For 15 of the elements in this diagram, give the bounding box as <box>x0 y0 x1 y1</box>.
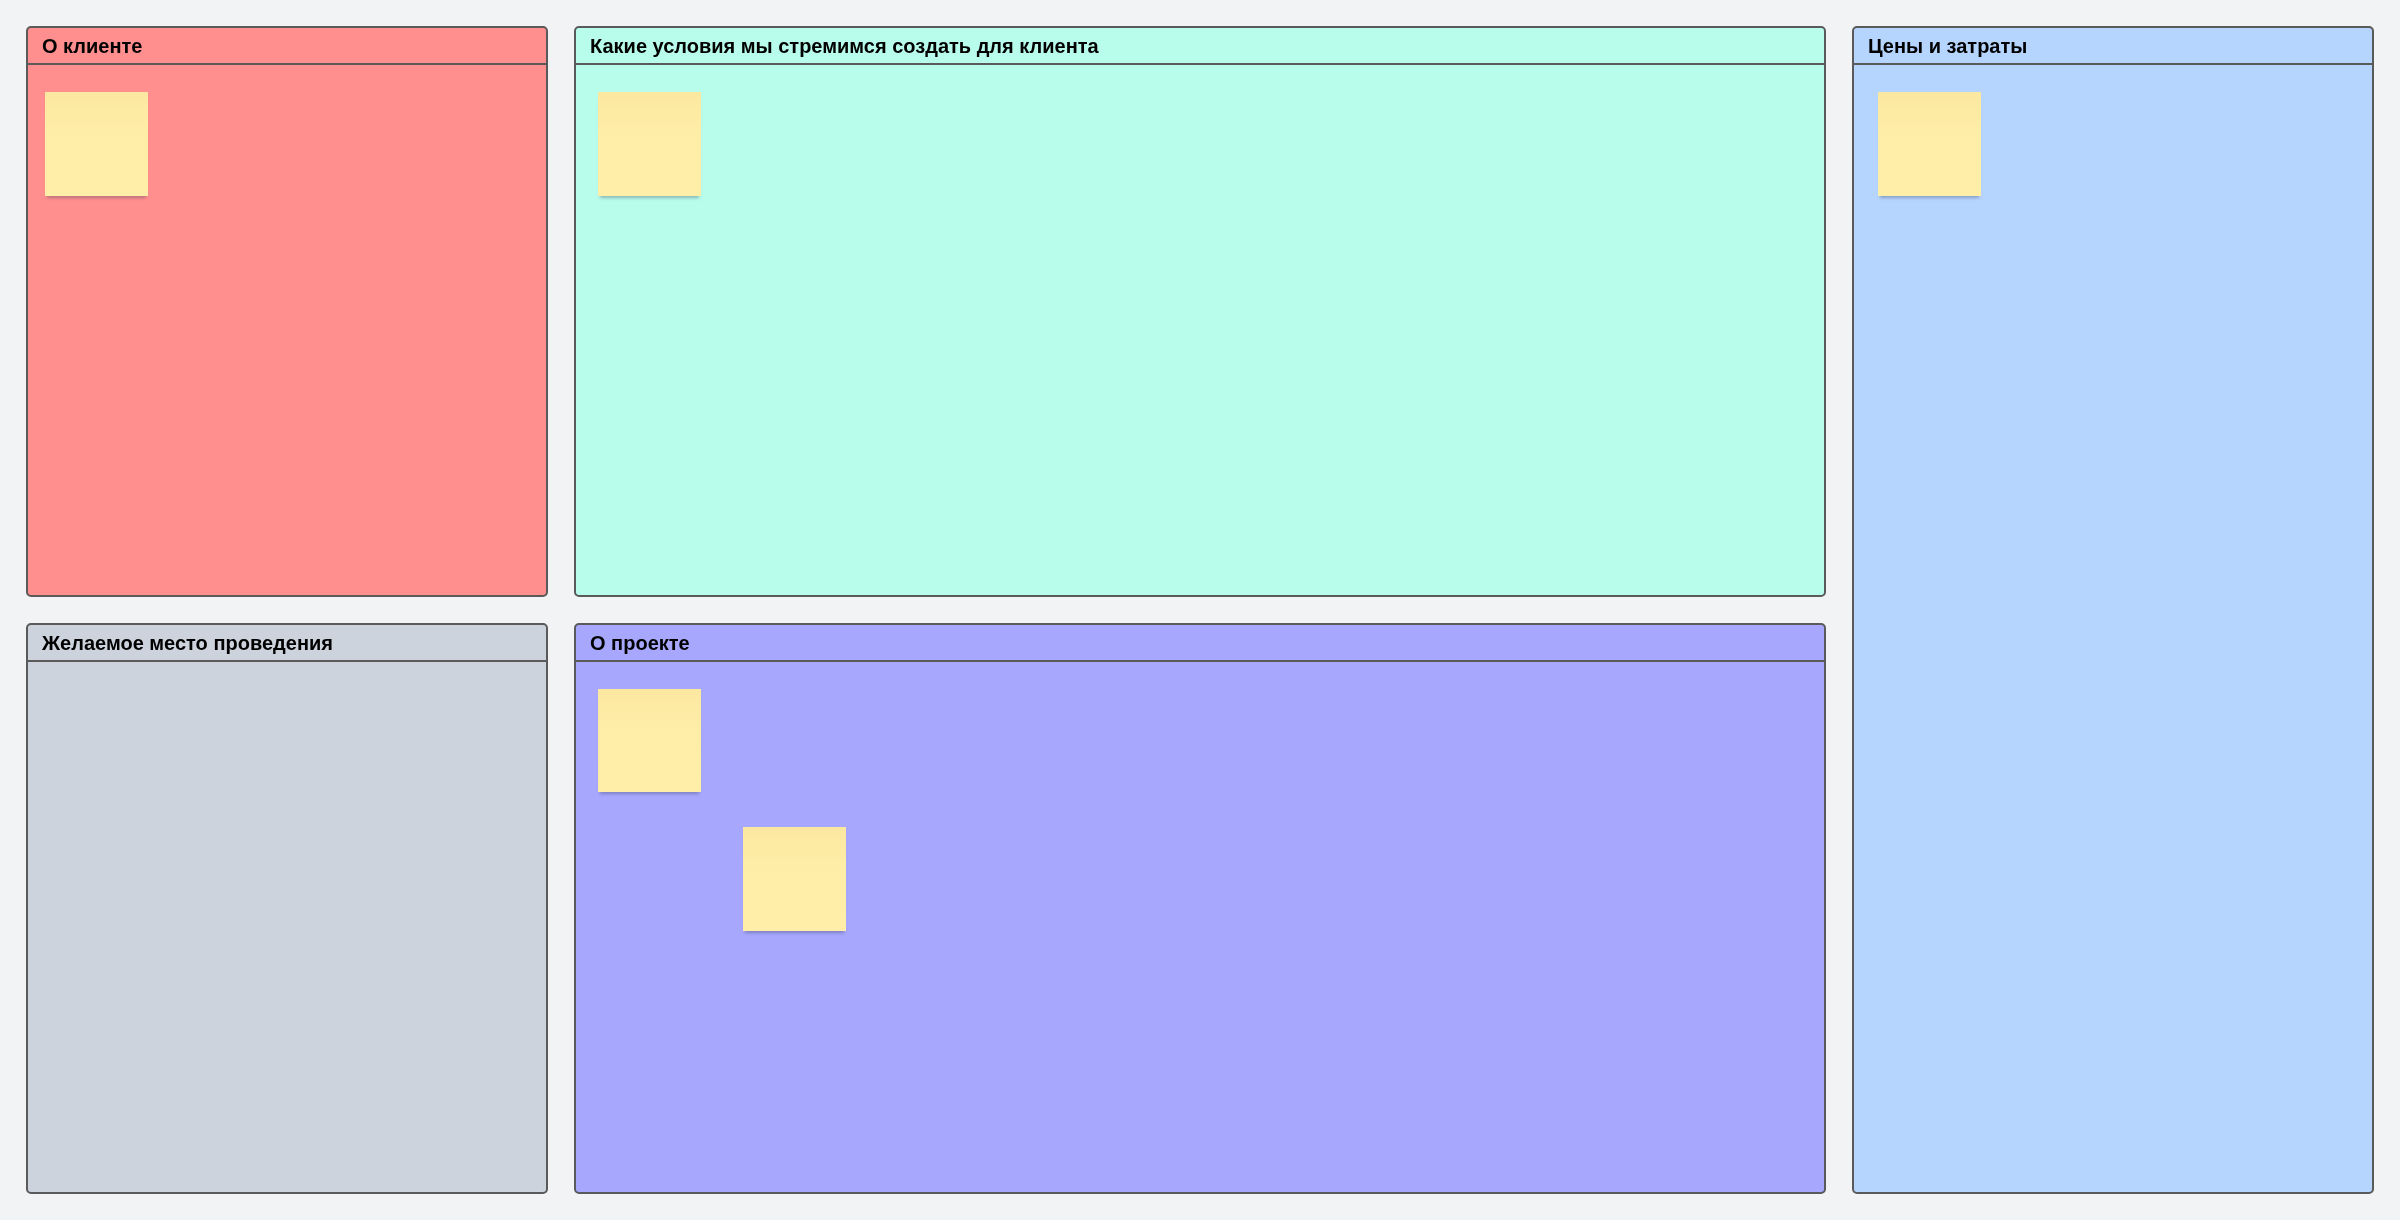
panel <box>1852 26 2374 1194</box>
panel-title: Желаемое место проведения <box>42 630 333 655</box>
panel-title: Цены и затраты <box>1868 33 2028 58</box>
panel <box>26 623 548 1194</box>
panel <box>574 623 1826 1194</box>
panel-title: Какие условия мы стремимся создать для клиента <box>590 33 1099 58</box>
panel-title: О клиенте <box>42 33 143 58</box>
sticky-note <box>598 689 701 792</box>
panel <box>574 26 1826 597</box>
sticky-note <box>1878 92 1981 196</box>
panel <box>26 26 548 597</box>
sticky-note <box>743 827 846 931</box>
sticky-note <box>598 92 701 196</box>
panel-title: О проекте <box>590 630 690 655</box>
sticky-note <box>45 92 148 196</box>
